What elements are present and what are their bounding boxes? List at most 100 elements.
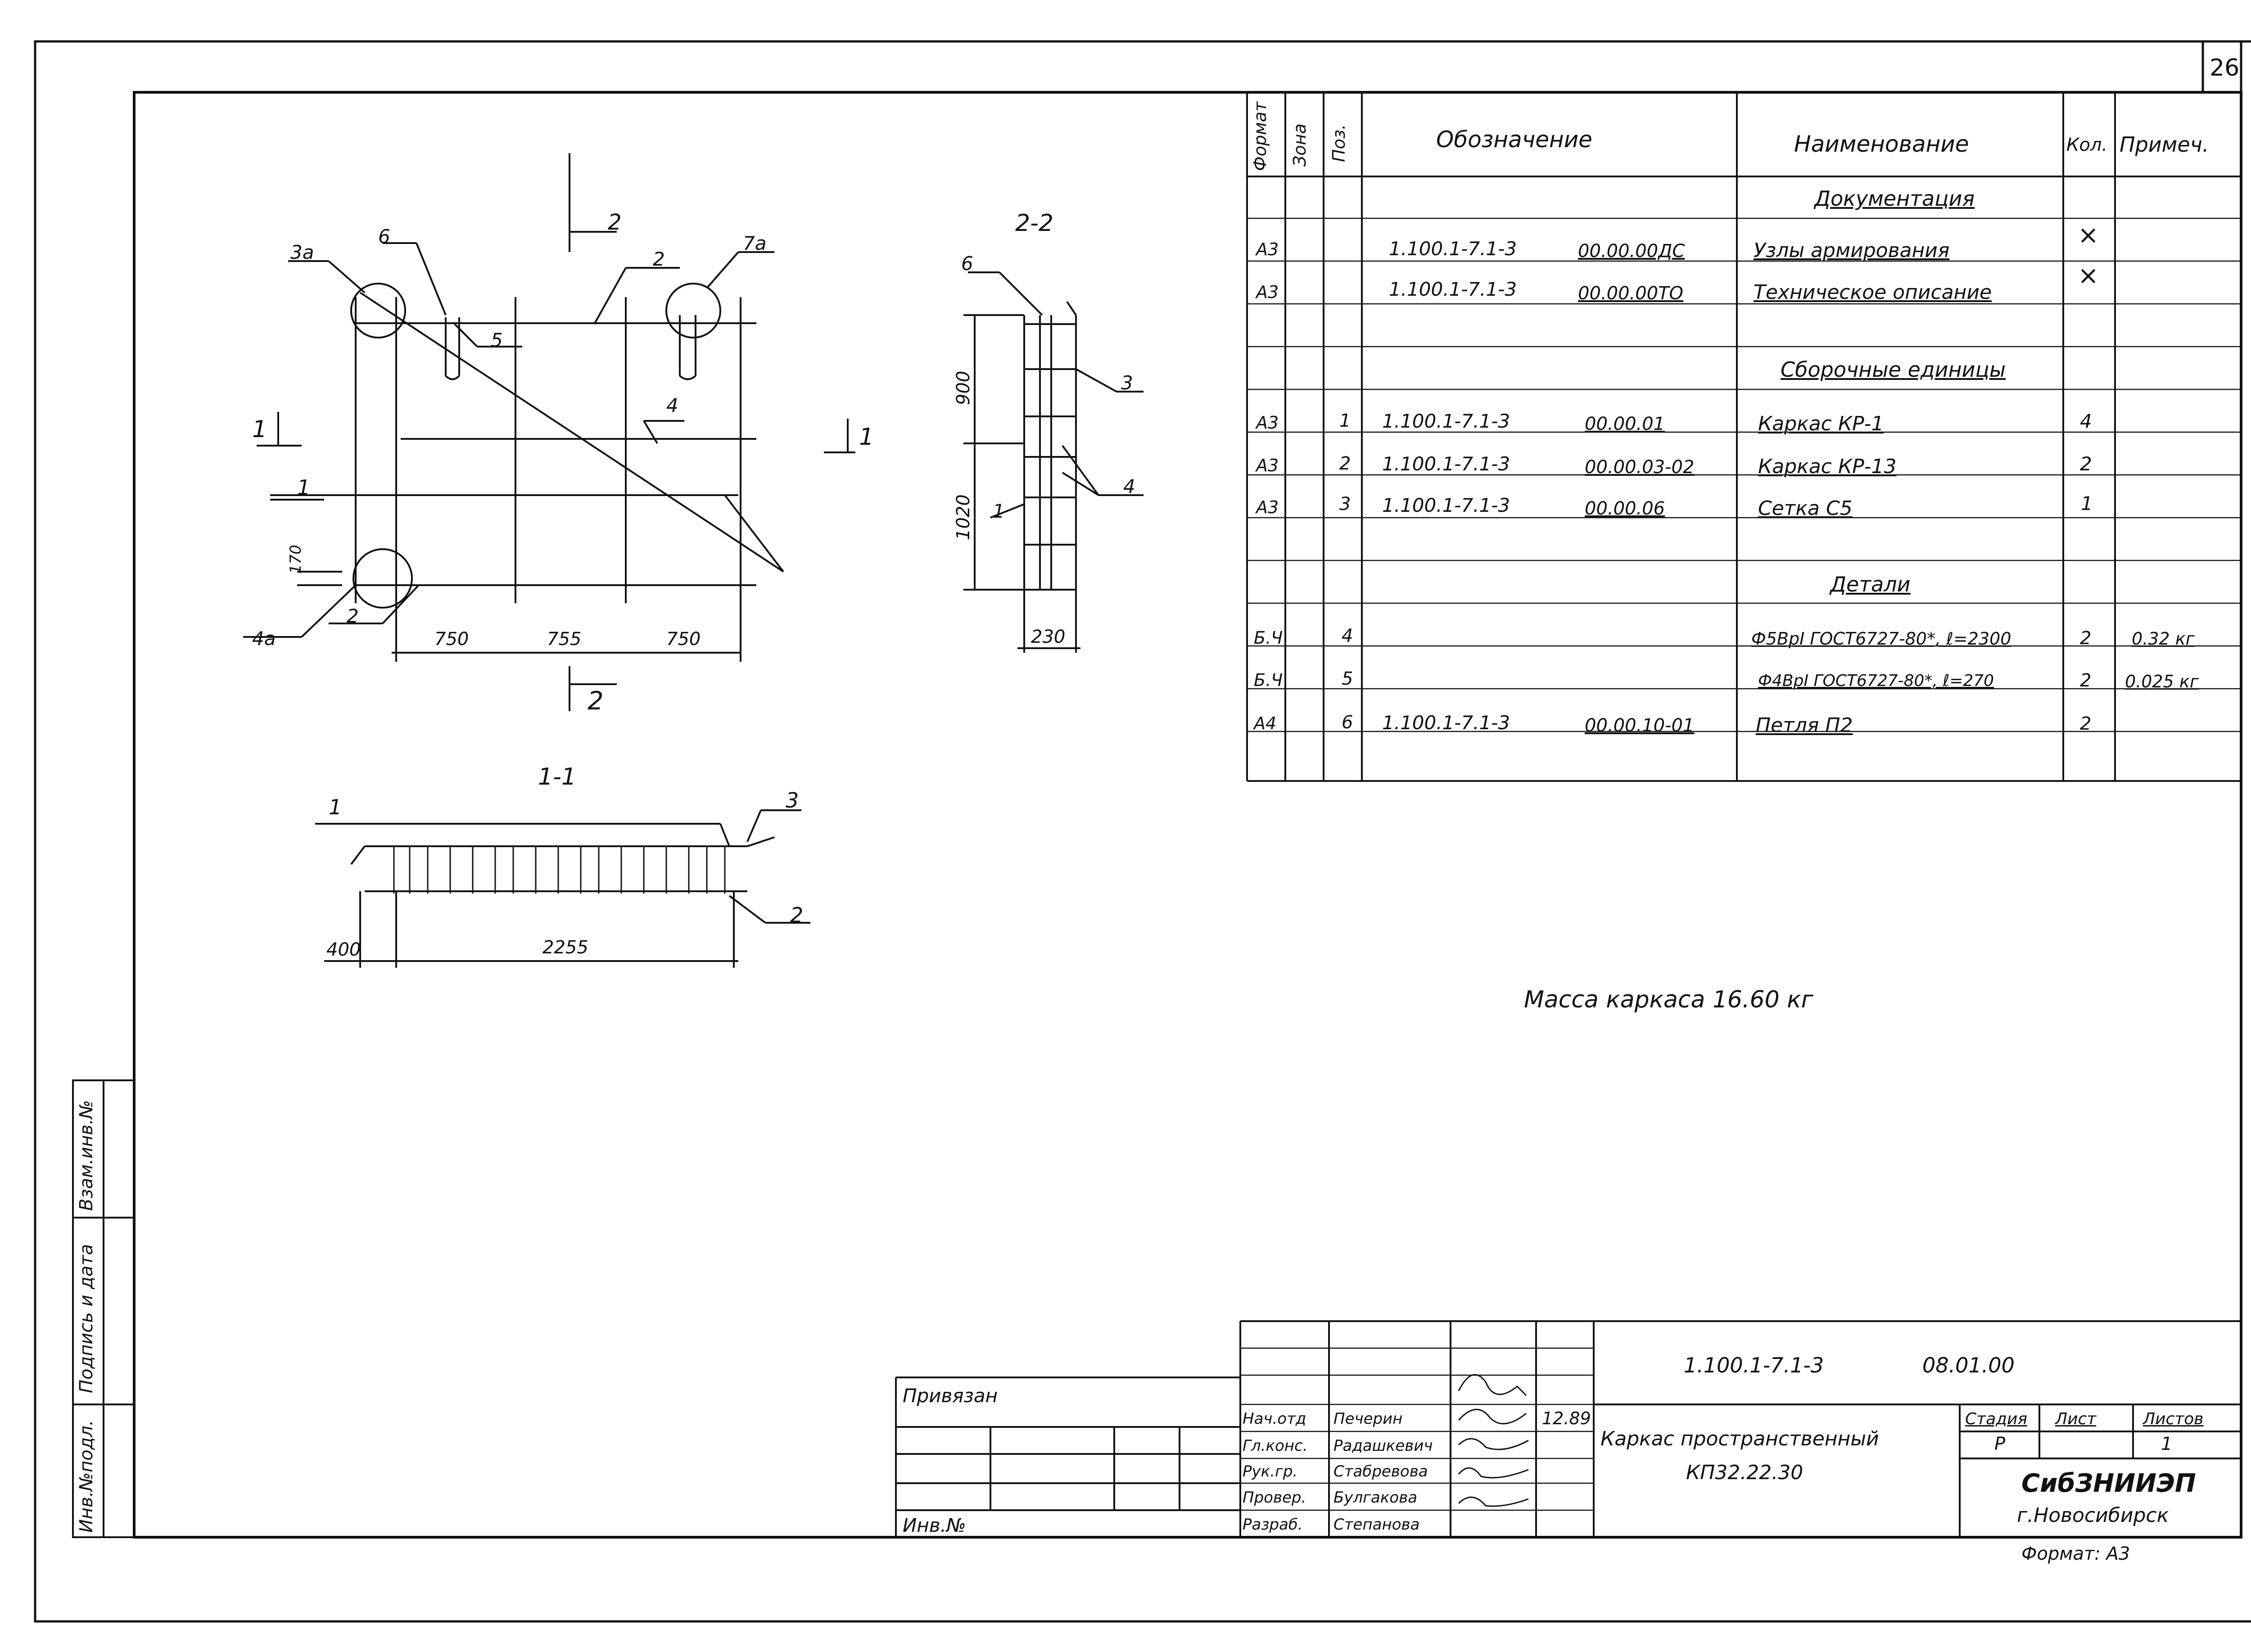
role-label: Нач.отд — [1243, 1410, 1306, 1428]
row-format: Б.Ч — [1254, 670, 1283, 690]
header-name: Наименование — [1794, 131, 1969, 157]
row-format: А3 — [1256, 456, 1279, 475]
row-qty: 1 — [2081, 492, 2093, 515]
side-label: 1 — [993, 500, 1005, 522]
plan-dim: 170 — [287, 545, 305, 574]
row-note: 0.025 кг — [2125, 672, 2199, 691]
plan-label: 1 — [297, 475, 311, 500]
row-pos: 6 — [1342, 712, 1353, 733]
person-name: Степанова — [1333, 1516, 1420, 1534]
role-label: Рук.гр. — [1243, 1462, 1298, 1480]
section-mark: 2 — [588, 686, 604, 716]
row-name: Каркас КР-1 — [1758, 412, 1884, 435]
person-name: Радашкевич — [1333, 1437, 1433, 1455]
row-name: Ф4ВрI ГОСТ6727-80*, ℓ=270 — [1758, 672, 1994, 690]
section-details: Детали — [1830, 572, 1911, 596]
city: г.Новосибирск — [2017, 1504, 2169, 1527]
row-name: Узлы армирования — [1754, 239, 1950, 262]
row-pos: 1 — [1339, 411, 1351, 431]
plan-label: 5 — [491, 329, 503, 351]
doc-code2: 08.01.00 — [1922, 1353, 2015, 1377]
section-assembly-units: Сборочные единицы — [1781, 357, 2006, 382]
row-code: 1.100.1-7.1-3 — [1382, 494, 1510, 516]
drawing-title: Каркас пространственный — [1600, 1427, 1879, 1450]
organization: СибЗНИИЭП — [2021, 1469, 2196, 1498]
header-pos: Поз. — [1329, 124, 1349, 162]
plan-label: 6 — [378, 226, 390, 248]
role-label: Разраб. — [1243, 1516, 1303, 1534]
row-code2: 00.00.10-01 — [1585, 715, 1695, 736]
row-code: 1.100.1-7.1-3 — [1382, 453, 1510, 475]
section-view — [315, 809, 810, 968]
plan-dim: 755 — [547, 629, 582, 650]
sheet-format: Формат: А3 — [2021, 1544, 2130, 1564]
row-code: 1.100.1-7.1-3 — [1382, 410, 1510, 432]
approval-date: 12.89 — [1542, 1408, 1591, 1428]
plan-dim: 750 — [434, 629, 469, 650]
row-pos: 5 — [1342, 668, 1353, 689]
row-pos: 2 — [1339, 453, 1351, 474]
side-dim: 230 — [1031, 627, 1066, 647]
outer-border — [34, 40, 2251, 1623]
side-label: 3 — [1121, 372, 1133, 394]
row-qty: × — [2078, 221, 2099, 250]
row-format: Б.Ч — [1254, 628, 1283, 648]
side-label: 4 — [1123, 475, 1135, 497]
sheet-number-box — [2201, 40, 2242, 94]
plan-label: 7а — [743, 232, 767, 254]
section-dim: 2255 — [542, 937, 588, 958]
row-name: Сетка С5 — [1758, 497, 1853, 520]
row-format: А3 — [1256, 239, 1279, 259]
row-qty: 2 — [2080, 713, 2092, 734]
stage-label: Стадия — [1965, 1410, 2028, 1428]
row-name: Ф5ВрI ГОСТ6727-80*, ℓ=2300 — [1751, 629, 2011, 649]
row-pos: 4 — [1342, 626, 1353, 646]
signatures — [1458, 1374, 1529, 1507]
sheet-label: Лист — [2055, 1410, 2097, 1428]
view-title-1-1: 1-1 — [538, 763, 576, 790]
role-label: Провер. — [1243, 1489, 1306, 1507]
header-note: Примеч. — [2120, 132, 2209, 157]
row-code: 1.100.1-7.1-3 — [1389, 238, 1517, 260]
row-code2: 00.00.00ТО — [1578, 283, 1684, 304]
sheets-value: 1 — [2161, 1434, 2173, 1454]
side-stamp-grid — [72, 1079, 135, 1538]
header-qty: Кол. — [2066, 135, 2108, 155]
row-code: 1.100.1-7.1-3 — [1389, 278, 1517, 300]
row-qty: 2 — [2080, 453, 2092, 475]
person-name: Стабревова — [1333, 1462, 1428, 1480]
spec-table-grid — [1246, 92, 2241, 782]
plan-label: 2 — [347, 605, 359, 627]
role-label: Гл.конс. — [1243, 1437, 1308, 1455]
header-format: Формат — [1250, 101, 1270, 171]
row-qty: 4 — [2080, 410, 2092, 432]
drawing-mark: КП32.22.30 — [1686, 1461, 1804, 1484]
row-note: 0.32 кг — [2132, 629, 2195, 649]
header-zone: Зона — [1290, 123, 1310, 167]
row-format: А3 — [1256, 282, 1279, 302]
row-code2: 00.00.01 — [1585, 414, 1665, 434]
row-qty: × — [2078, 261, 2099, 290]
row-name: Петля П2 — [1756, 714, 1853, 737]
row-code2: 00.00.03-02 — [1585, 457, 1695, 478]
plan-label: 3а — [290, 241, 314, 263]
row-format: А3 — [1256, 413, 1279, 433]
title-block-grid — [895, 1320, 2242, 1537]
view-title-2-2: 2-2 — [1015, 210, 1053, 237]
plan-label: 4а — [252, 627, 276, 650]
mass-note: Масса каркаса 16.60 кг — [1524, 986, 1813, 1013]
person-name: Булгакова — [1333, 1489, 1418, 1507]
side-dim: 900 — [953, 370, 974, 405]
row-code2: 00.00.06 — [1585, 498, 1665, 519]
row-name: Каркас КР-13 — [1758, 455, 1897, 478]
section-dim: 400 — [326, 939, 361, 960]
row-pos: 3 — [1339, 494, 1351, 515]
side-inv-orig: Инв.№подл. — [76, 1420, 97, 1533]
section-mark: 2 — [608, 210, 622, 235]
inner-frame — [133, 91, 2242, 1539]
inv-no-label: Инв.№ — [903, 1514, 966, 1536]
section-label: 2 — [790, 903, 804, 927]
row-code2: 00.00.00ДС — [1578, 241, 1685, 262]
plan-label: 2 — [653, 248, 665, 270]
